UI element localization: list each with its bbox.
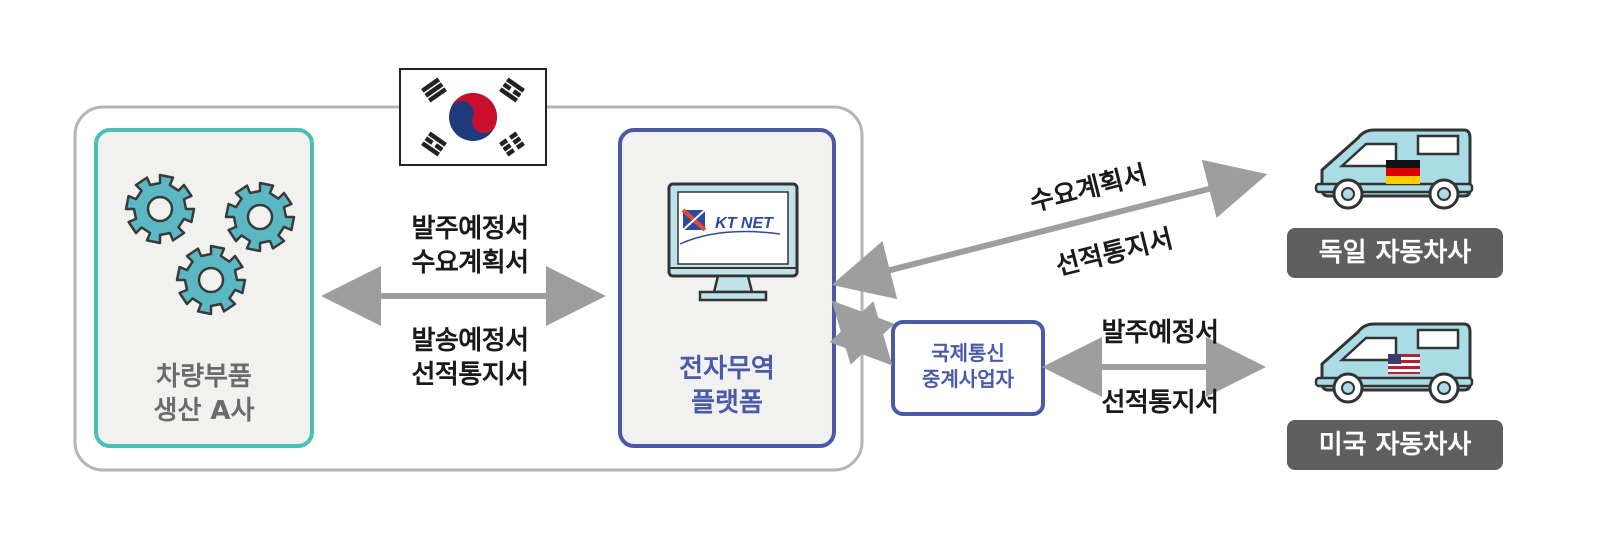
usa-van-icon (1314, 322, 1474, 404)
usa-flag (1388, 354, 1420, 374)
usa-doc-shipping-notice: 선적통지서 (1101, 388, 1219, 418)
ktnet-logo-icon (679, 208, 781, 245)
left-docs-top: 발주예정서 수요계획서 (370, 212, 570, 280)
ktnet-logo-text: KT NET (715, 215, 774, 232)
platform-label-line2: 플랫폼 (691, 388, 763, 418)
platform-label: 전자무역 플랫폼 (620, 352, 834, 420)
left-docs-bottom: 발송예정서 선적통지서 (370, 324, 570, 392)
monitor-icon: KT NET (667, 182, 799, 302)
gear-hole (197, 266, 225, 294)
relay-label: 국제통신 중계사업자 (893, 340, 1043, 392)
platform-label-line1: 전자무역 (679, 354, 775, 384)
arrow-platform-germany (831, 159, 1268, 300)
manufacturer-label: 차량부품 생산 A사 (96, 360, 312, 428)
left-doc-dispatch-plan: 발송예정서 (411, 326, 529, 356)
arrow-platform-relay (829, 300, 895, 366)
manufacturer-label-line2: 생산 A사 (153, 396, 255, 426)
left-doc-shipping-notice: 선적통지서 (411, 360, 529, 390)
south-korea-flag (399, 68, 547, 166)
gear-hole (146, 195, 174, 223)
gear-hole (246, 203, 274, 231)
left-doc-order-plan: 발주예정서 (411, 214, 529, 244)
germany-automaker-badge: 독일 자동차사 (1287, 228, 1503, 278)
germany-van-icon (1314, 128, 1474, 210)
manufacturer-label-line1: 차량부품 (156, 362, 252, 392)
germany-flag (1386, 160, 1420, 184)
gears-icon (124, 173, 296, 316)
usa-automaker-badge: 미국 자동차사 (1287, 420, 1503, 470)
left-doc-demand-plan: 수요계획서 (411, 248, 529, 278)
relay-label-line2: 중계사업자 (922, 367, 1014, 391)
usa-doc-order-plan: 발주예정서 (1101, 318, 1219, 348)
relay-label-line1: 국제통신 (931, 341, 1005, 365)
